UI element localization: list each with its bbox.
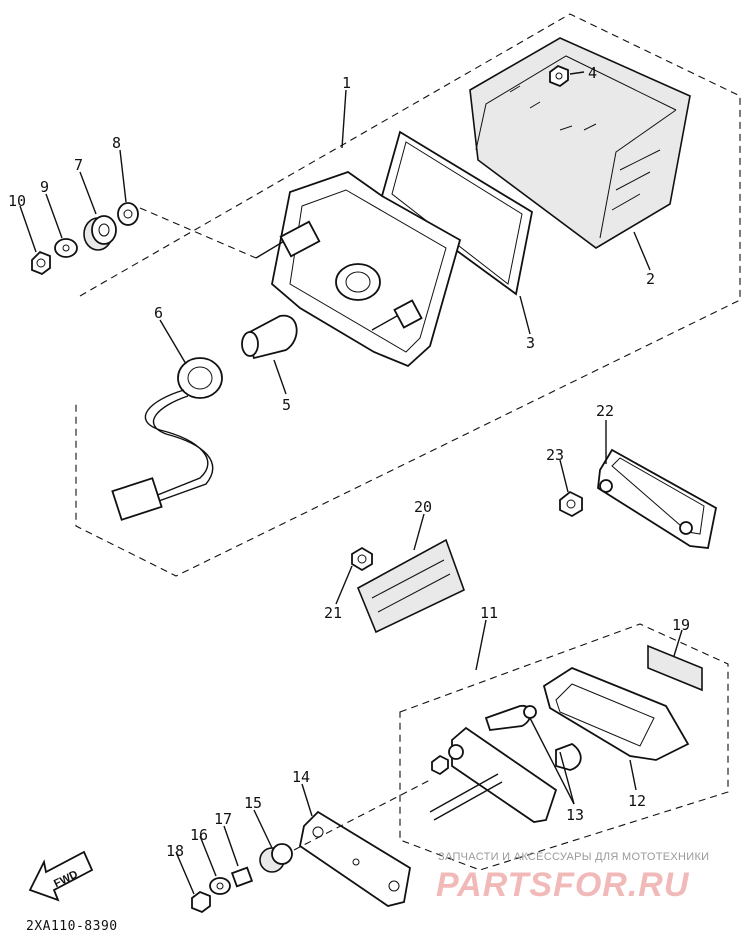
callout-16: 16 [190,826,208,844]
assembly-line-plate [293,779,431,851]
callout-4: 4 [588,64,597,82]
part-18-nut [191,890,211,914]
leader-lines [19,71,683,895]
callout-10: 10 [8,192,26,210]
part-13-bulbs [484,705,582,771]
callout-14: 14 [292,768,310,786]
callout-11: 11 [480,604,498,622]
callout-18: 18 [166,842,184,860]
watermark-caption: ЗАПЧАСТИ И АКСЕССУАРЫ ДЛЯ МОТОТЕХНИКИ [438,851,709,863]
assembly-boundary-lower [399,623,729,871]
part-6-socket-harness [111,357,223,521]
part-15-spacer [259,843,293,873]
forward-arrow-icon: FWD [28,850,94,902]
part-9-washer [54,238,78,258]
part-16-washer [209,877,231,895]
callout-20: 20 [414,498,432,516]
callout-9: 9 [40,178,49,196]
watermark-brand: PARTSFOR.RU [436,866,690,904]
part-8-collar [117,202,139,226]
drawing-code: 2XA110-8390 [26,919,118,934]
part-7-grommet [83,215,117,251]
callout-22: 22 [596,402,614,420]
callout-1: 1 [342,74,351,92]
assembly-boundary-upper [75,13,741,577]
callout-21: 21 [324,604,342,622]
assembly-line-studs [139,207,257,259]
callout-labels: 1 2 3 4 5 6 7 8 9 10 11 12 13 14 15 16 1… [8,64,690,860]
callout-15: 15 [244,794,262,812]
callout-13: 13 [566,806,584,824]
part-4-nut [549,64,569,88]
callout-5: 5 [282,396,291,414]
watermark: ЗАПЧАСТИ И АКСЕССУАРЫ ДЛЯ МОТОТЕХНИКИ PA… [436,851,709,904]
callout-3: 3 [526,334,535,352]
part-20-reflector [356,538,465,634]
callout-8: 8 [112,134,121,152]
callout-23: 23 [546,446,564,464]
part-3-gasket [380,130,534,296]
callout-7: 7 [74,156,83,174]
part-23-nut [559,490,583,518]
part-2-lens [469,37,691,249]
callout-12: 12 [628,792,646,810]
part-17-collar [230,866,254,888]
part-1-housing [255,170,462,368]
part-12-license-lens [542,666,690,761]
part-10-nut [31,250,51,276]
part-19-label [647,644,703,692]
callout-19: 19 [672,616,690,634]
part-14-mount-plate [299,810,411,907]
part-11-license-housing [429,726,558,823]
part-21-nut [351,546,373,572]
callout-2: 2 [646,270,655,288]
part-nut-license [431,754,449,776]
callout-17: 17 [214,810,232,828]
part-5-bulb [241,314,298,360]
callout-6: 6 [154,304,163,322]
part-22-reflector-base [597,448,718,549]
